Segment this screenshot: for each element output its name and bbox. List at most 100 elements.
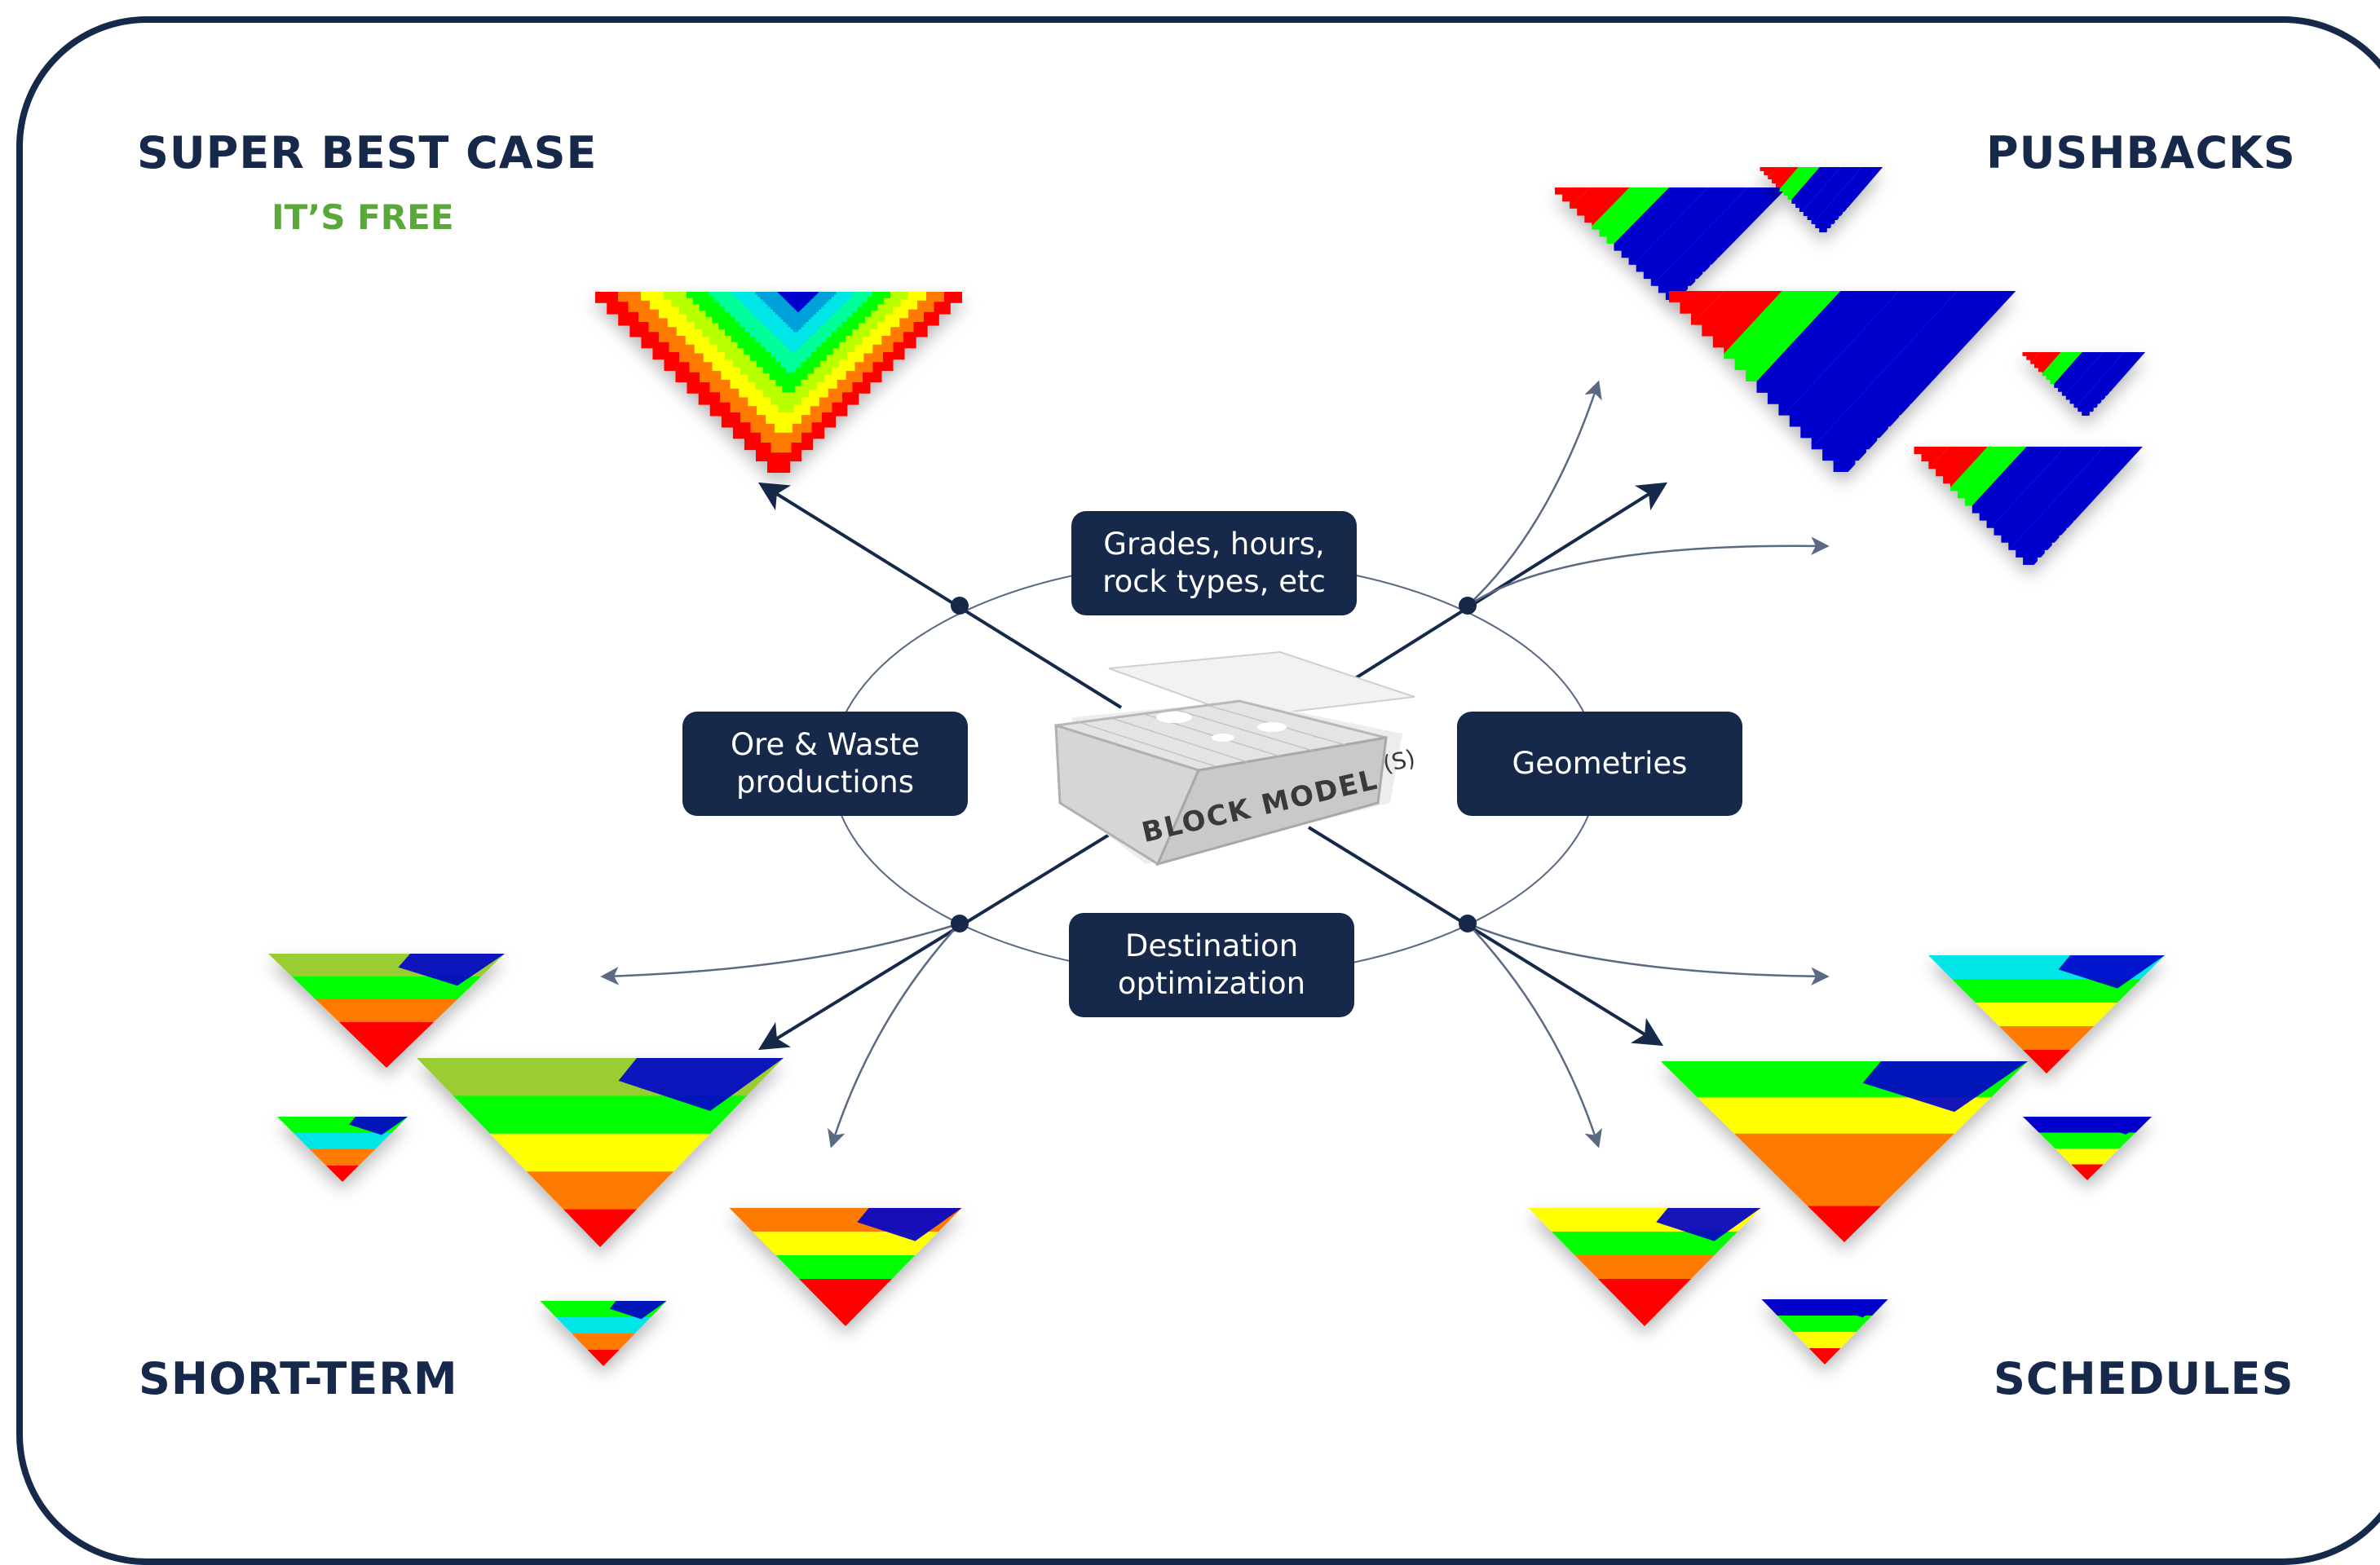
short-pit-5 [540, 1301, 667, 1366]
super-pit-ring [778, 292, 819, 312]
junction-dots [951, 597, 1477, 932]
title-schedules: SCHEDULES [1994, 1353, 2294, 1404]
schedule-pit-3-band [2038, 1132, 2136, 1149]
title-super-best-case: SUPER BEST CASE [137, 127, 598, 179]
short-pit-2-band [453, 1096, 747, 1135]
secondary-arrows [600, 380, 1830, 1148]
schedule-pit-4-band [1621, 1303, 1668, 1326]
schedules-pit-group [1528, 955, 2165, 1364]
short-pit-2-cap [618, 1058, 784, 1111]
curve-short-down [828, 923, 960, 1148]
short-pit-2-band [563, 1209, 637, 1247]
pushback-pit-1 [1555, 187, 1791, 300]
schedule-pit-2-band [1734, 1133, 1954, 1170]
arrow-to-pushbacks [1307, 482, 1668, 709]
short-pit-5-band [555, 1317, 651, 1334]
short-pit-1-band [316, 999, 457, 1023]
schedule-pit-1-band [1999, 1026, 2094, 1051]
pushback-pit-5-band [1914, 447, 1992, 565]
arrow-to-short-term [757, 826, 1123, 1051]
pushback-pit-4-band [2064, 352, 2149, 416]
schedule-pit-1-band [2023, 1050, 2070, 1073]
diagram-graphics: BLOCK MODEL (S) [268, 167, 2165, 1366]
schedule-pit-4 [1528, 1208, 1761, 1326]
block-model-box [1054, 650, 1415, 866]
super-pit [595, 292, 962, 473]
schedule-pit-2-band [1698, 1097, 1991, 1135]
pushback-pit-5-band [1991, 447, 2147, 565]
short-pit-4-band [753, 1232, 938, 1256]
short-pit-3-band [326, 1166, 359, 1182]
schedule-pit-2 [1661, 1061, 2028, 1242]
short-pit-3-band [310, 1149, 375, 1166]
curve-pushbacks-up [1467, 380, 1602, 606]
super-best-case-pit-group [595, 292, 962, 473]
arrow-to-schedules [1307, 826, 1664, 1047]
main-arrows [757, 482, 1668, 1051]
pushback-pit-5-band [1914, 447, 1953, 565]
short-pit-1-band [363, 1045, 410, 1068]
title-pushbacks: PUSHBACKS [1986, 127, 2296, 179]
diagram-canvas: BLOCK MODEL (S) SUPER BEST CASE IT’S FRE… [16, 16, 2380, 1565]
pushback-pit-3-band [1669, 291, 1728, 472]
short-pit-3 [277, 1117, 408, 1182]
dot-upper-left [951, 597, 969, 615]
schedule-pit-2-cap [1862, 1061, 2028, 1113]
curve-schedules-right [1467, 922, 1830, 986]
schedule-pit-5-band [1793, 1332, 1857, 1349]
short-pit-1 [268, 954, 505, 1068]
pushback-pit-3-band [1669, 291, 1786, 472]
schedule-pit-2-band [1771, 1170, 1918, 1206]
dot-upper-right [1459, 597, 1477, 615]
pushback-pit-2-band [1760, 167, 1803, 232]
short-pit-5-band [587, 1350, 620, 1366]
schedule-pit-5-band [1777, 1316, 1873, 1333]
super-pit-ring [755, 292, 837, 333]
schedule-pit-3-band [2071, 1164, 2104, 1180]
short-pit-2-band [490, 1133, 710, 1172]
pushback-pit-1-band [1633, 187, 1791, 300]
schedule-pit-5 [1761, 1299, 1888, 1364]
pushback-pit-2-band [1802, 167, 1887, 232]
schedule-pit-1-band [1952, 979, 2141, 1003]
curve-schedules-down [1467, 923, 1602, 1148]
short-pit-1-cap [398, 954, 505, 986]
schedule-pit-3 [2023, 1117, 2152, 1180]
schedule-pit-4-band [1574, 1255, 1715, 1280]
schedule-pit-3-cap [2093, 1117, 2152, 1135]
schedule-pit-2-band [1808, 1206, 1881, 1242]
short-pit-3-cap [349, 1117, 408, 1135]
pushback-pit-1-band [1555, 187, 1595, 300]
schedule-pit-4-band [1598, 1279, 1691, 1303]
schedule-pit-5-cap [1830, 1299, 1888, 1318]
short-term-pit-group [268, 954, 962, 1366]
short-pit-2-band [527, 1171, 673, 1210]
label-ore-waste: Ore & Waste productions [682, 712, 968, 816]
schedule-pit-1-band [1976, 1003, 2117, 1027]
arrow-to-super-best-case [757, 482, 1123, 709]
label-geometries: Geometries [1457, 712, 1742, 816]
pushback-pit-3-band [1786, 291, 2020, 472]
short-pit-3-band [294, 1133, 391, 1150]
short-pit-1-band [339, 1022, 434, 1046]
schedule-pit-4-band [1552, 1232, 1738, 1256]
short-pit-5-band [572, 1334, 635, 1351]
schedule-pit-1-cap [2058, 955, 2165, 989]
curve-pushbacks-right [1467, 536, 1830, 607]
dot-lower-left [951, 915, 969, 932]
short-pit-4 [729, 1208, 962, 1326]
curve-short-left [600, 922, 960, 985]
short-pit-4-band [775, 1255, 916, 1280]
dot-lower-right [1459, 915, 1477, 932]
pushback-pit-4-band [2022, 352, 2065, 416]
subtitle-its-free: IT’S FREE [272, 197, 454, 237]
pushback-pit-4-band [2022, 352, 2044, 416]
title-short-term: SHORT-TERM [139, 1353, 458, 1404]
short-pit-4-band [799, 1279, 892, 1303]
block-model-front-right [1155, 736, 1388, 866]
schedule-pit-1 [1928, 955, 2165, 1073]
short-pit-4-band [822, 1303, 869, 1326]
label-destination: Destination optimization [1069, 913, 1354, 1017]
schedule-pit-4-cap [1656, 1208, 1761, 1241]
schedule-pit-5-band [1808, 1348, 1841, 1364]
